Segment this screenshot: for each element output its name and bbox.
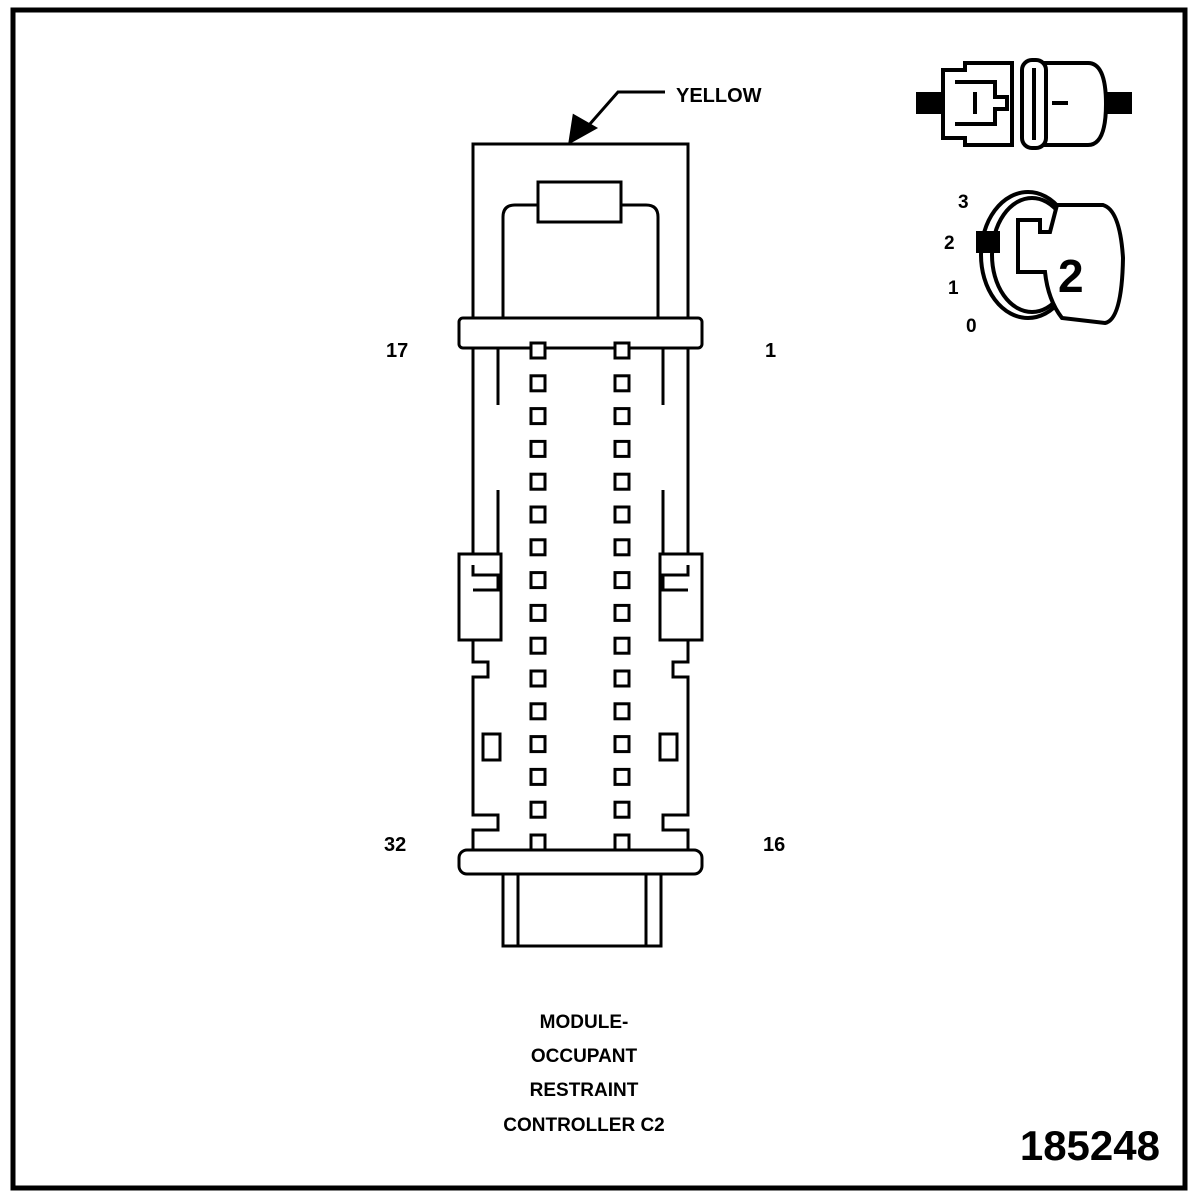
pin-cavity (613, 603, 631, 622)
pin-label-17: 17 (386, 340, 408, 362)
pin-cavity (613, 636, 631, 655)
pin-cavity (613, 538, 631, 557)
pin-cavity (529, 439, 547, 458)
pin-cavity (529, 669, 547, 688)
connector-title: MODULE- OCCUPANT RESTRAINT CONTROLLER C2 (503, 1012, 665, 1136)
pin-label-32: 32 (384, 834, 406, 856)
pin-label-16: 16 (763, 834, 785, 856)
pin-cavity (613, 833, 631, 852)
key-number: 2 (1058, 250, 1084, 302)
title-line-3: RESTRAINT (530, 1080, 639, 1101)
pin-cavity (613, 341, 631, 360)
pin-cavity (529, 702, 547, 721)
color-leader-arrow (568, 90, 665, 145)
pin-cavity (529, 472, 547, 491)
pin-cavity (529, 603, 547, 622)
pin-cavity (529, 735, 547, 754)
pin-cavity (529, 636, 547, 655)
key-position-icon (976, 190, 1126, 326)
pin-cavity (613, 407, 631, 426)
key-position-0: 0 (966, 316, 977, 337)
pin-cavity (529, 505, 547, 524)
figure-number: 185248 (1020, 1122, 1160, 1169)
pin-cavity (529, 571, 547, 590)
pin-cavity (613, 735, 631, 754)
pin-cavity (529, 538, 547, 557)
key-position-2: 2 (944, 233, 955, 254)
pin-cavity (529, 374, 547, 393)
pin-cavity (529, 341, 547, 360)
pin-cavity (613, 374, 631, 393)
connector-color-label: YELLOW (676, 85, 762, 107)
pin-cavity (613, 571, 631, 590)
key-position-1: 1 (948, 278, 959, 299)
connector-side-view-icon (916, 58, 1132, 150)
connector-body (457, 142, 704, 948)
pin-cavity (613, 505, 631, 524)
pin-cavity (613, 472, 631, 491)
pin-cavity (613, 767, 631, 786)
title-line-1: MODULE- (540, 1012, 629, 1033)
key-position-3: 3 (958, 192, 969, 213)
pin-cavity (529, 767, 547, 786)
pin-cavity (529, 833, 547, 852)
pin-cavity (613, 702, 631, 721)
pin-cavity (529, 407, 547, 426)
pin-cavity (529, 800, 547, 819)
pin-grid (529, 341, 631, 852)
pin-cavity (613, 439, 631, 458)
pin-cavity (613, 669, 631, 688)
pin-label-1: 1 (765, 340, 776, 362)
title-line-4: CONTROLLER C2 (503, 1115, 665, 1136)
border-frame (10, 7, 1188, 1191)
title-line-2: OCCUPANT (531, 1046, 638, 1067)
pin-cavity (613, 800, 631, 819)
